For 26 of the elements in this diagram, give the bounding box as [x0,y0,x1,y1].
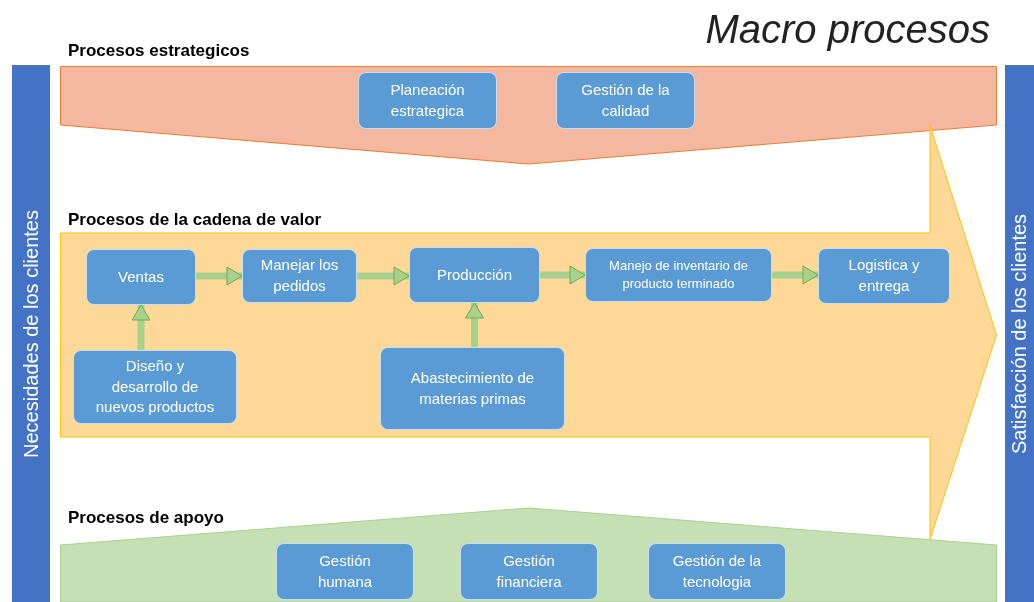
side-label: Necesidades de los clientes [19,209,43,458]
section-heading: Procesos de la cadena de valor [68,209,322,231]
process-box: Gestión de la calidad [556,72,695,129]
process-box: Abastecimiento de materias primas [380,347,565,430]
process-box: Manejo de inventario de producto terminado [585,248,772,302]
process-box: Gestión humana [276,543,414,600]
process-box: Producción [409,247,540,303]
process-box: Ventas [86,249,196,305]
arrow [772,265,819,285]
section-heading: Procesos de apoyo [68,507,224,529]
process-box: Planeación estrategica [358,72,497,129]
section-heading: Procesos estrategicos [68,40,250,62]
side-label: Satisfacción de los clientes [1007,213,1032,454]
arrow [196,266,243,286]
process-box: Gestión financiera [460,543,598,600]
side-bar [12,65,50,602]
process-box: Diseño y desarrollo de nuevos productos [73,350,237,424]
process-box: Gestión de la tecnologia [648,543,786,600]
arrow [357,266,410,286]
process-box: Manejar los pedidos [242,249,357,303]
side-bar [1005,65,1034,602]
arrow [131,304,151,350]
title: Macro procesos [705,6,990,53]
arrow [540,265,586,285]
arrow [465,302,484,347]
process-box: Logistica y entrega [818,248,950,304]
